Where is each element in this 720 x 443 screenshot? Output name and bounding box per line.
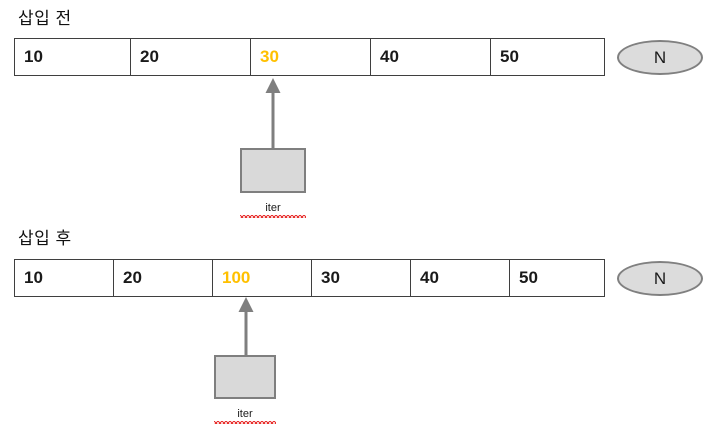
- end-node-before: N: [617, 40, 703, 75]
- iter-box-before[interactable]: [240, 148, 306, 193]
- array-row-before: 10 20 30 40 50: [14, 38, 605, 76]
- section-title-before: 삽입 전: [18, 9, 72, 28]
- iter-box-after[interactable]: [214, 355, 276, 399]
- array-cell[interactable]: 50: [491, 39, 604, 75]
- array-cell[interactable]: 10: [15, 260, 114, 296]
- iter-label-after: iter: [214, 409, 276, 424]
- array-cell[interactable]: 20: [114, 260, 213, 296]
- array-cell[interactable]: 10: [15, 39, 131, 75]
- array-cell[interactable]: 40: [411, 260, 510, 296]
- array-cell[interactable]: 50: [510, 260, 604, 296]
- end-node-after: N: [617, 261, 703, 296]
- array-cell-highlighted[interactable]: 100: [213, 260, 312, 296]
- array-row-after: 10 20 100 30 40 50: [14, 259, 605, 297]
- array-cell[interactable]: 20: [131, 39, 251, 75]
- array-cell[interactable]: 40: [371, 39, 491, 75]
- section-title-after: 삽입 후: [18, 229, 72, 248]
- array-cell-highlighted[interactable]: 30: [251, 39, 371, 75]
- iter-label-before: iter: [240, 203, 306, 218]
- array-cell[interactable]: 30: [312, 260, 411, 296]
